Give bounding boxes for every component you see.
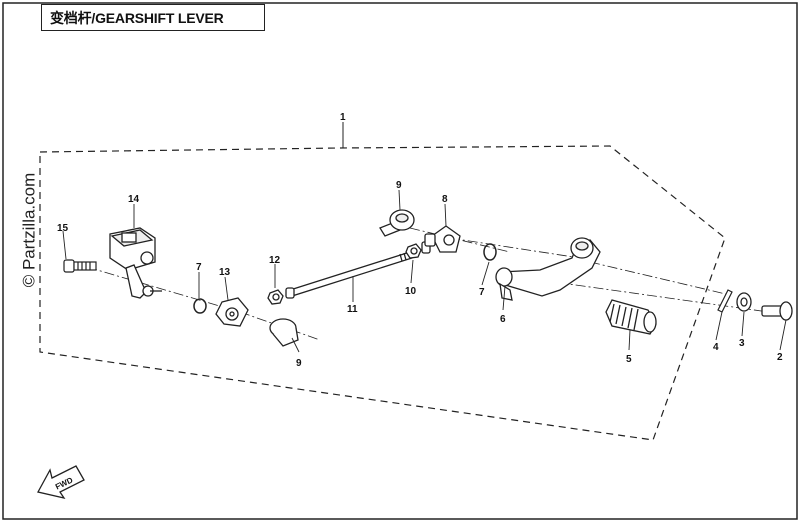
circlip-7-right	[483, 243, 497, 261]
callout-15: 15	[57, 223, 69, 234]
callout-14: 14	[128, 194, 140, 205]
callout-2: 2	[777, 352, 783, 363]
callout-8: 8	[442, 194, 448, 205]
callout-11: 11	[347, 304, 358, 315]
pin-bolt-2	[761, 301, 793, 321]
callout-3: 3	[739, 338, 745, 349]
forward-arrow-icon	[37, 465, 85, 500]
callout-4: 4	[713, 342, 719, 353]
pedal-lever-6	[495, 237, 601, 301]
bolt-15	[63, 259, 97, 273]
cotter-pin-4	[717, 289, 733, 313]
callout-1: 1	[340, 112, 346, 123]
diagram-title: 变档杆/GEARSHIFT LEVER	[50, 10, 224, 26]
title-frame	[41, 4, 265, 31]
callout-7-right: 7	[479, 287, 485, 298]
nut-10	[405, 241, 431, 259]
shift-arm-14	[109, 227, 162, 299]
ball-joint-9-lower	[269, 318, 299, 347]
circlip-7-left	[193, 298, 207, 314]
shift-rod-11	[285, 251, 413, 299]
callout-9-upper: 9	[396, 180, 402, 191]
callout-6: 6	[500, 314, 506, 325]
assembly-boundary	[39, 145, 726, 441]
callout-9-lower: 9	[296, 358, 302, 369]
callouts: 1 2 3 4 5 6 7 7 8 9 9 10 11 12 13 14 15	[57, 112, 783, 369]
ball-joint-9-upper	[379, 209, 415, 237]
joint-8	[424, 225, 461, 253]
callout-5: 5	[626, 354, 632, 365]
leader-lines	[62, 189, 787, 353]
callout-13: 13	[219, 267, 231, 278]
pedal-rubber-5	[605, 299, 657, 335]
ball-joint-13	[215, 297, 249, 327]
nut-12	[267, 289, 284, 305]
callout-7-left: 7	[196, 262, 202, 273]
washer-3	[736, 292, 752, 312]
callout-12: 12	[269, 255, 281, 266]
callout-10: 10	[405, 286, 417, 297]
